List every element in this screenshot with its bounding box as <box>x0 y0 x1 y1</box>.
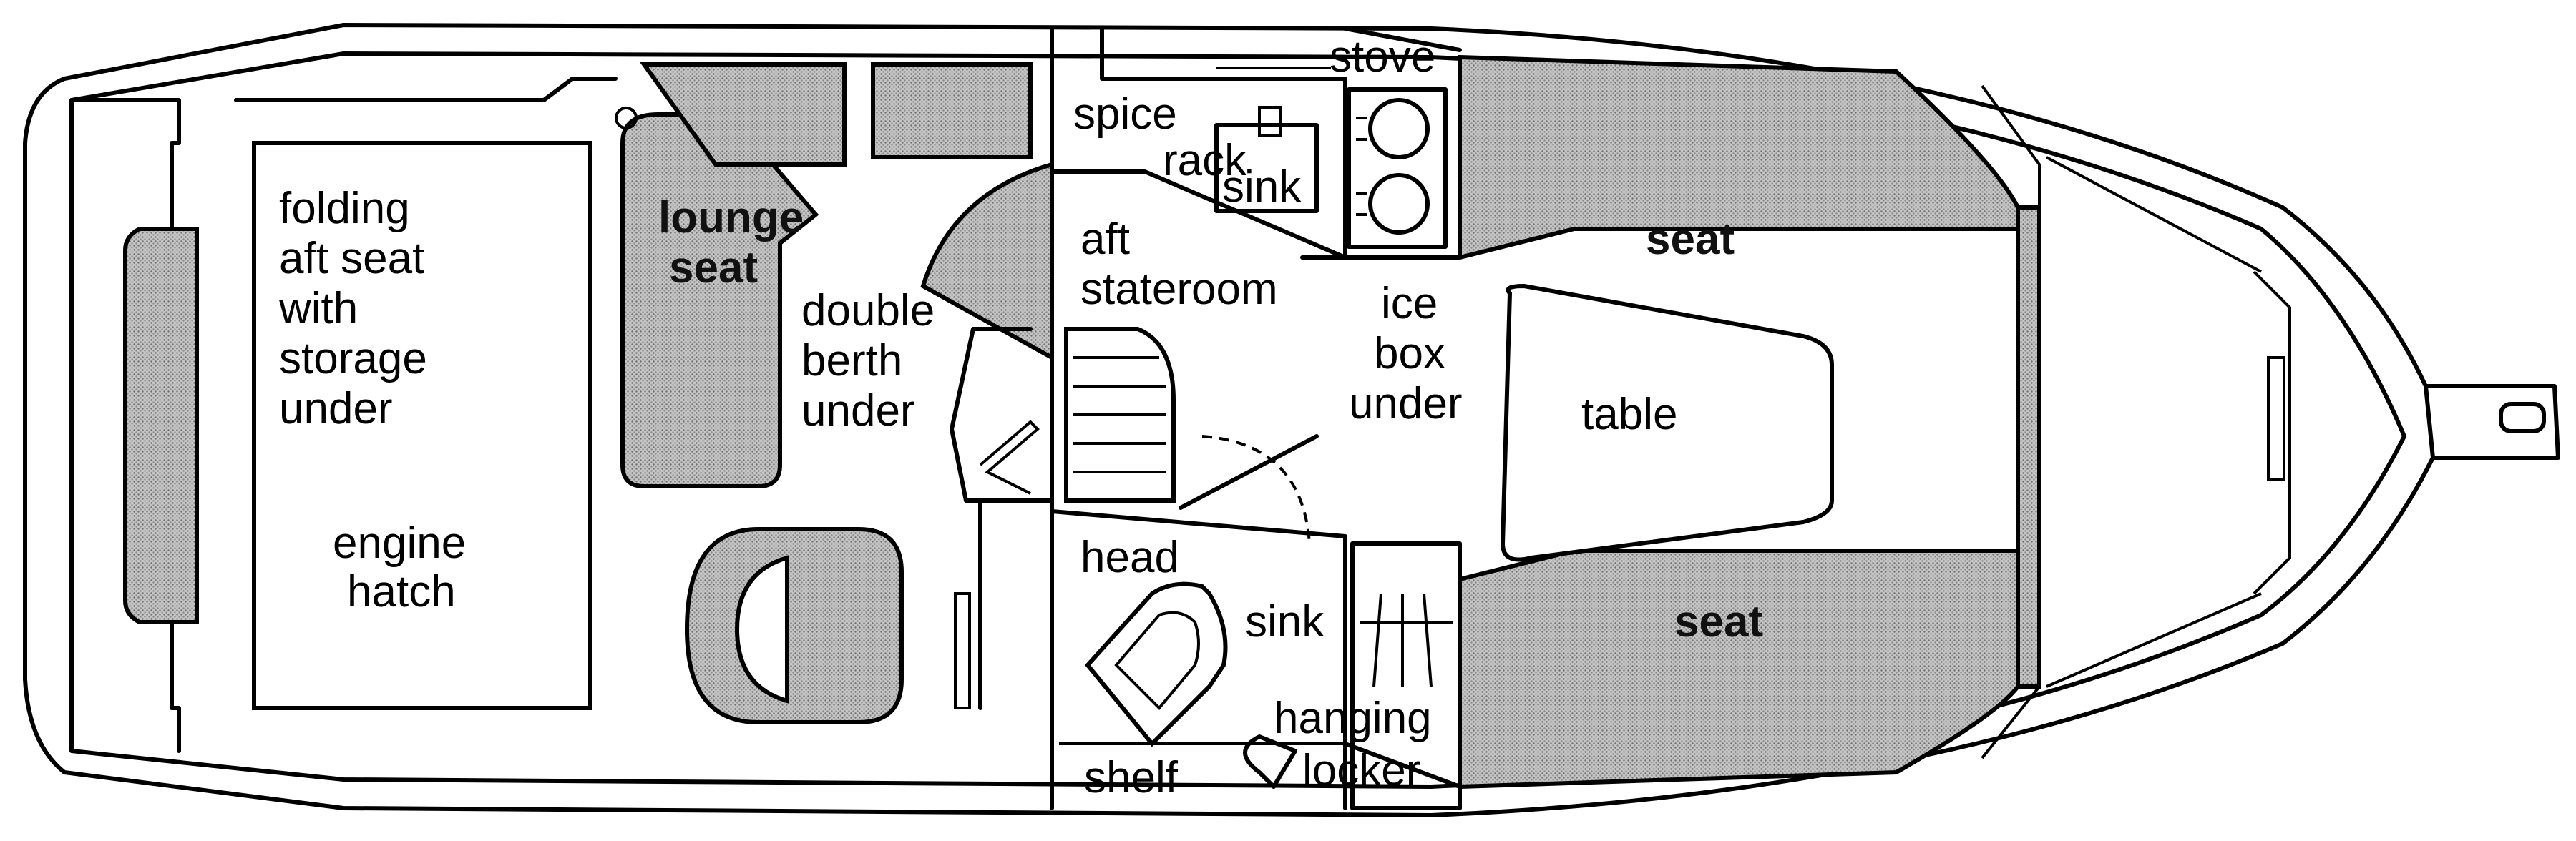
lounge-seat-cushion <box>620 112 819 488</box>
seat-lower-cushion <box>1458 549 2020 790</box>
label-aft: aft <box>1080 215 1130 264</box>
label-folding-1: folding <box>279 184 410 233</box>
label-seat-upper: seat <box>1646 215 1735 264</box>
engine-hatch-outline <box>252 141 592 710</box>
label-double: double <box>801 286 935 335</box>
label-hanging: hanging <box>1274 694 1432 743</box>
helm-seat-back <box>734 555 789 704</box>
label-hatch: hatch <box>347 567 456 616</box>
label-seat-lower: seat <box>1674 597 1763 646</box>
bow-pulpit <box>2424 384 2560 460</box>
seat-upper-cushion <box>1458 54 2020 260</box>
companionway-shade <box>920 162 1054 362</box>
label-spice: spice <box>1073 89 1177 139</box>
toilet-seat <box>1114 611 1200 710</box>
seat-forward-cushion <box>2016 205 2041 689</box>
label-folding-2: aft seat <box>279 234 424 283</box>
label-head: head <box>1080 533 1179 582</box>
galley-sink-basin <box>1214 123 1319 213</box>
step-frame-left <box>950 327 1033 503</box>
label-engine: engine <box>333 518 466 568</box>
label-lounge: lounge <box>658 193 804 242</box>
label-ice: ice <box>1381 279 1438 328</box>
label-stove: stove <box>1330 32 1435 82</box>
label-rack: rack <box>1163 136 1247 185</box>
hanging-locker-box <box>1350 541 1462 810</box>
hull-outline <box>23 23 2435 817</box>
door-leaf <box>1179 434 1319 510</box>
label-folding-5: under <box>279 384 393 433</box>
label-box: box <box>1374 329 1445 378</box>
label-stateroom: stateroom <box>1080 265 1278 314</box>
label-shelf: shelf <box>1084 753 1179 802</box>
galley-sink-faucet <box>1258 106 1282 137</box>
label-berth: berth <box>801 336 902 385</box>
label-folding-4: storage <box>279 334 427 383</box>
locker-hook <box>1243 734 1297 789</box>
anchor-locker-hatch <box>2267 356 2285 481</box>
aft-cockpit-wall <box>234 77 618 102</box>
helm-wheel-shaft <box>954 592 971 709</box>
label-under-ice: under <box>1349 379 1463 428</box>
door-swing-arc <box>1201 435 1311 544</box>
stove-cooktop <box>1347 87 1448 249</box>
transom-deck <box>69 98 181 753</box>
label-table: table <box>1581 390 1677 439</box>
burner-bottom <box>1368 173 1430 235</box>
step-treads <box>1073 356 1166 473</box>
cleat-marker <box>615 107 638 129</box>
galley-counter <box>1100 26 1347 260</box>
label-folding-3: with <box>278 284 358 333</box>
back-cushion-left <box>640 62 847 167</box>
stove-knobs <box>1356 117 1367 216</box>
bow-cleat <box>2499 402 2546 433</box>
label-galley-sink: sink <box>1222 162 1302 212</box>
label-lounge-seat: seat <box>669 243 758 292</box>
label-locker: locker <box>1302 746 1420 795</box>
helm-seat <box>684 527 904 724</box>
rail-bracket <box>979 420 1040 495</box>
back-cushion-right <box>871 62 1033 159</box>
toilet <box>1085 581 1228 747</box>
label-head-sink: sink <box>1245 597 1324 646</box>
burner-top <box>1368 98 1430 159</box>
label-under-berth: under <box>801 386 915 436</box>
locker-hangers <box>1360 593 1453 687</box>
salon-table <box>1500 283 1834 562</box>
swim-step <box>123 227 199 624</box>
